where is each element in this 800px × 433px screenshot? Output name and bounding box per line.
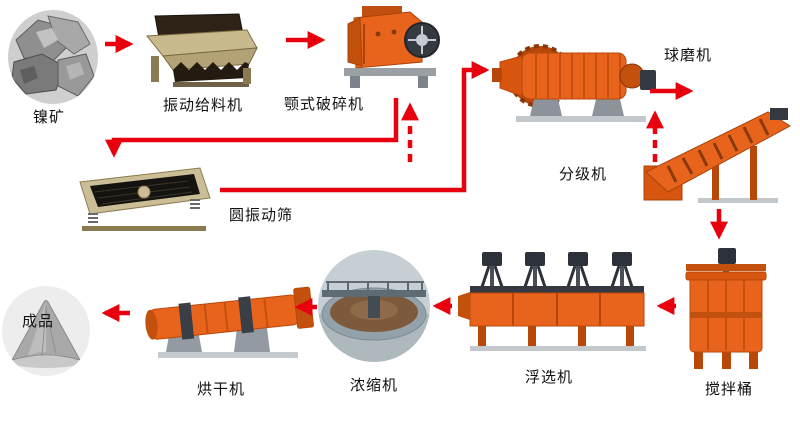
flotation-machine-icon	[458, 252, 646, 351]
jaw-crusher-icon	[344, 6, 440, 88]
classifier-icon	[643, 108, 791, 203]
vibrating-screen-icon	[79, 167, 211, 231]
classifier-label: 分级机	[558, 165, 607, 183]
jaw-crusher-image	[338, 4, 446, 96]
ball-mill-label: 球磨机	[663, 46, 712, 64]
mixing-tank-icon	[685, 248, 767, 369]
nickel-ore-label: 镍矿	[32, 108, 65, 126]
thickener-image	[318, 250, 430, 362]
flotation-machine-label: 浮选机	[524, 368, 573, 386]
ball-mill-icon	[492, 44, 656, 122]
nickel-ore-image	[8, 10, 98, 104]
vibrating-feeder-icon	[146, 13, 258, 87]
finished-product-image	[2, 286, 90, 376]
vibrating-feeder-label: 振动给料机	[162, 96, 243, 114]
flotation-machine-image	[456, 250, 652, 354]
thickener-icon	[318, 250, 430, 362]
finished-product-label: 成品	[21, 312, 54, 330]
ball-mill-image	[492, 26, 657, 126]
mixing-tank-label: 搅拌桶	[704, 380, 753, 398]
thickener-label: 浓缩机	[349, 376, 398, 394]
finished-product-icon	[2, 286, 90, 376]
vibrating-screen-label: 圆振动筛	[228, 206, 293, 224]
dryer-label: 烘干机	[196, 380, 245, 398]
vibrating-feeder-image	[143, 12, 261, 94]
dryer-image	[136, 258, 314, 364]
classifier-image	[642, 106, 794, 206]
vibrating-screen-image	[72, 162, 217, 237]
mixing-tank-image	[676, 246, 776, 372]
nickel-ore-icon	[8, 10, 98, 104]
jaw-crusher-label: 颚式破碎机	[283, 95, 364, 113]
dryer-icon	[145, 286, 314, 358]
